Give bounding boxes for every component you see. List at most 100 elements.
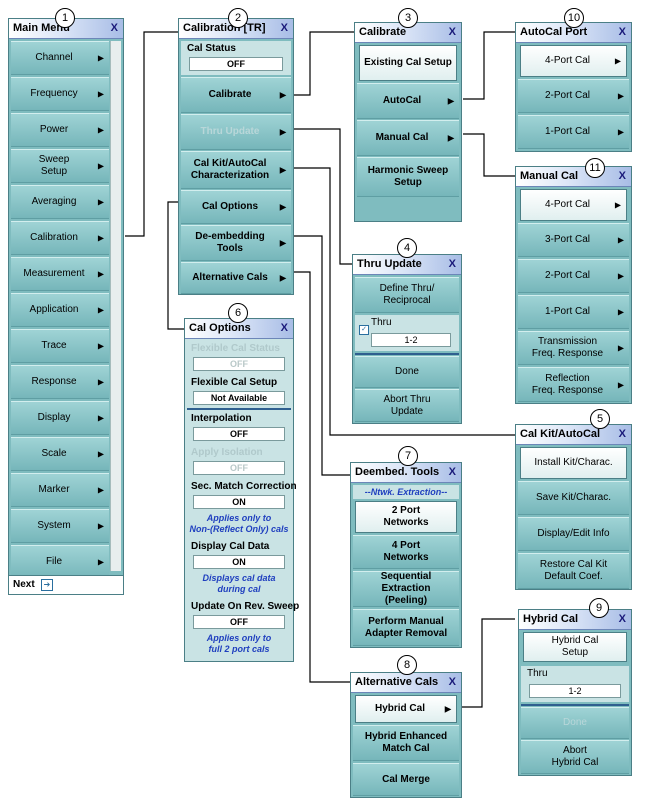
cal-status-value[interactable]: OFF bbox=[189, 57, 283, 71]
callout-1: 1 bbox=[55, 8, 75, 28]
arrow-right-icon: ▶ bbox=[97, 305, 104, 315]
thru-value[interactable]: 1-2 bbox=[371, 333, 451, 347]
close-icon[interactable]: X bbox=[448, 26, 456, 38]
menu-system-label: System bbox=[37, 520, 71, 531]
menu-marker-button[interactable]: Marker▶ bbox=[11, 473, 109, 507]
arrow-right-icon: ▶ bbox=[97, 197, 104, 207]
save-kit-charac-label: Save Kit/Charac. bbox=[535, 492, 612, 503]
close-icon[interactable]: X bbox=[618, 613, 626, 625]
de-embedding-tools-button[interactable]: De-embedding Tools▶ bbox=[181, 225, 291, 261]
menu-scale-button[interactable]: Scale▶ bbox=[11, 437, 109, 471]
sequential-extraction-peeling-label: Sequential Extraction (Peeling) bbox=[380, 571, 432, 606]
menu-file-button[interactable]: File▶ bbox=[11, 545, 109, 579]
arrow-right-icon: ▶ bbox=[279, 165, 286, 175]
menu-power-button[interactable]: Power▶ bbox=[11, 113, 109, 147]
arrow-right-icon: ▶ bbox=[279, 273, 286, 283]
close-icon[interactable]: X bbox=[618, 428, 626, 440]
display-cal-data-value[interactable]: ON bbox=[193, 555, 285, 569]
arrow-right-icon: ▶ bbox=[97, 89, 104, 99]
sec-match-correction-value[interactable]: ON bbox=[193, 495, 285, 509]
autocal-1-port-cal-button[interactable]: 1-Port Cal▶ bbox=[518, 115, 629, 149]
thru-update-title: Thru Update bbox=[357, 258, 422, 270]
sequential-extraction-peeling-button[interactable]: Sequential Extraction (Peeling) bbox=[353, 571, 459, 607]
4-port-networks-button[interactable]: 4 Port Networks bbox=[353, 535, 459, 569]
update-on-rev-sweep-label: Update On Rev. Sweep bbox=[191, 601, 300, 612]
manual-cal-button[interactable]: Manual Cal▶ bbox=[357, 120, 459, 156]
main-menu-title: Main Menu bbox=[13, 22, 70, 34]
define-thru-button[interactable]: Define Thru/ Reciprocal bbox=[355, 277, 459, 313]
hybrid-done-label: Done bbox=[563, 717, 587, 728]
display-edit-info-button[interactable]: Display/Edit Info bbox=[518, 517, 629, 551]
autocal-2-port-cal-button[interactable]: 2-Port Cal▶ bbox=[518, 79, 629, 113]
autocal-button[interactable]: AutoCal▶ bbox=[357, 83, 459, 119]
manual-transmission-freq-response-button[interactable]: Transmission Freq. Response▶ bbox=[518, 331, 629, 365]
abort-thru-update-button[interactable]: Abort Thru Update bbox=[355, 389, 459, 422]
hybrid-thru-value[interactable]: 1-2 bbox=[529, 684, 621, 698]
manual-2-port-cal-label: 2-Port Cal bbox=[544, 270, 590, 281]
flexible-cal-setup-value[interactable]: Not Available bbox=[193, 391, 285, 405]
menu-application-button[interactable]: Application▶ bbox=[11, 293, 109, 327]
interpolation-value[interactable]: OFF bbox=[193, 427, 285, 441]
menu-response-button[interactable]: Response▶ bbox=[11, 365, 109, 399]
manual-1-port-cal-button[interactable]: 1-Port Cal▶ bbox=[518, 295, 629, 329]
autocal-4-port-cal-button[interactable]: 4-Port Cal▶ bbox=[520, 45, 627, 77]
next-button[interactable]: Next ➔ bbox=[9, 575, 123, 594]
cal-options-button[interactable]: Cal Options▶ bbox=[181, 190, 291, 224]
manual-3-port-cal-button[interactable]: 3-Port Cal▶ bbox=[518, 223, 629, 257]
menu-channel-button[interactable]: Channel▶ bbox=[11, 41, 109, 75]
menu-trace-label: Trace bbox=[41, 340, 67, 351]
menu-calibration-button[interactable]: Calibration▶ bbox=[11, 221, 109, 255]
checkbox-icon[interactable]: ✓ bbox=[359, 325, 369, 335]
close-icon[interactable]: X bbox=[280, 322, 288, 334]
abort-hybrid-cal-button[interactable]: Abort Hybrid Cal bbox=[521, 740, 629, 774]
menu-trace-button[interactable]: Trace▶ bbox=[11, 329, 109, 363]
hybrid-enhanced-match-cal-button[interactable]: Hybrid Enhanced Match Cal bbox=[353, 725, 459, 761]
manual-2-port-cal-button[interactable]: 2-Port Cal▶ bbox=[518, 259, 629, 293]
install-kit-charac-button[interactable]: Install Kit/Charac. bbox=[520, 447, 627, 479]
install-kit-charac-label: Install Kit/Charac. bbox=[534, 457, 613, 468]
close-icon[interactable]: X bbox=[448, 466, 456, 478]
alternative-cals-button[interactable]: Alternative Cals▶ bbox=[181, 262, 291, 294]
menu-measurement-button[interactable]: Measurement▶ bbox=[11, 257, 109, 291]
2-port-networks-button[interactable]: 2 Port Networks bbox=[355, 501, 457, 533]
manual-4-port-cal-button[interactable]: 4-Port Cal▶ bbox=[520, 189, 627, 221]
hybrid-cal-button[interactable]: Hybrid Cal▶ bbox=[355, 695, 457, 723]
restore-cal-kit-default-coef-button[interactable]: Restore Cal Kit Default Coef. bbox=[518, 553, 629, 589]
menu-power-label: Power bbox=[39, 124, 69, 135]
separator bbox=[355, 353, 459, 355]
update-on-rev-sweep-value[interactable]: OFF bbox=[193, 615, 285, 629]
close-icon[interactable]: X bbox=[618, 26, 626, 38]
harmonic-sweep-setup-button[interactable]: Harmonic Sweep Setup bbox=[357, 157, 459, 197]
close-icon[interactable]: X bbox=[448, 676, 456, 688]
close-icon[interactable]: X bbox=[110, 22, 118, 34]
menu-system-button[interactable]: System▶ bbox=[11, 509, 109, 543]
close-icon[interactable]: X bbox=[448, 258, 456, 270]
callout-5: 5 bbox=[590, 409, 610, 429]
menu-display-button[interactable]: Display▶ bbox=[11, 401, 109, 435]
manual-reflection-freq-response-button[interactable]: Reflection Freq. Response▶ bbox=[518, 367, 629, 402]
existing-cal-setup-button[interactable]: Existing Cal Setup bbox=[359, 45, 457, 81]
menu-sweep-setup-button[interactable]: Sweep Setup▶ bbox=[11, 149, 109, 183]
scrollbar[interactable] bbox=[110, 41, 121, 571]
save-kit-charac-button[interactable]: Save Kit/Charac. bbox=[518, 481, 629, 515]
menu-averaging-label: Averaging bbox=[31, 196, 77, 207]
close-icon[interactable]: X bbox=[280, 22, 288, 34]
hybrid-cal-setup-button[interactable]: Hybrid Cal Setup bbox=[523, 632, 627, 662]
done-button[interactable]: Done bbox=[355, 356, 459, 388]
cal-merge-button[interactable]: Cal Merge bbox=[353, 763, 459, 796]
cal-kit-autocal-characterization-button[interactable]: Cal Kit/AutoCal Characterization▶ bbox=[181, 151, 291, 189]
menu-averaging-button[interactable]: Averaging ▶ bbox=[11, 185, 109, 219]
perform-manual-adapter-removal-button[interactable]: Perform Manual Adapter Removal bbox=[353, 609, 459, 646]
arrow-right-icon: ▶ bbox=[617, 127, 624, 137]
cal-options-title: Cal Options bbox=[189, 322, 251, 334]
menu-frequency-button[interactable]: Frequency▶ bbox=[11, 77, 109, 111]
arrow-right-icon: ▶ bbox=[617, 380, 624, 389]
calibrate-button[interactable]: Calibrate▶ bbox=[181, 77, 291, 113]
calibration-panel: Calibration [TR]X Cal Status OFF Calibra… bbox=[178, 18, 294, 295]
arrow-right-icon: ▶ bbox=[97, 233, 104, 243]
callout-8: 8 bbox=[397, 655, 417, 675]
close-icon[interactable]: X bbox=[618, 170, 626, 182]
